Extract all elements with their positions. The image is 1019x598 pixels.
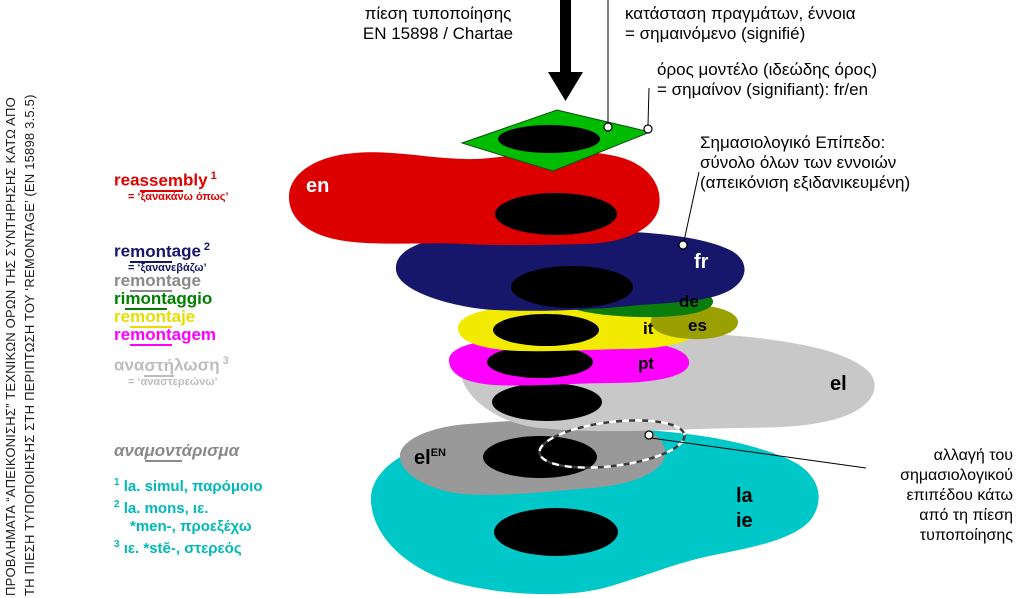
label-it: it [643,319,654,338]
term-prefix: re [114,241,131,261]
callout-line-signifier [647,87,650,126]
term-root: mont [130,307,172,328]
annotation-signifier-line2: = σημαίνον (signifiant): fr/en [657,80,869,99]
term-rimontaggio: rimontaggio [114,289,213,310]
term-prefix: ανα [114,441,145,460]
concept-ellipse-en [495,193,617,235]
label-el: el [830,373,847,395]
footnote-marker: 3 [114,539,120,550]
term-prefix: ri [114,289,126,308]
annotation-semantic-level: Σημασιολογικό Επίπεδο: σύνολο όλων των ε… [700,133,910,193]
term-prefix: ανα [114,355,145,375]
term-gloss: = ‘ξανανεβάζω’ [128,261,207,274]
term-suffix: bly [183,170,208,190]
footnote-3: 3 ιε. *stĕ-, στερεός [114,536,263,558]
footnote-1: 1 la. simul, παρόμοιο [114,474,263,496]
term-root: μοντ [144,441,182,462]
pressure-arrow [548,0,583,101]
footnote-marker: 2 [114,499,120,510]
callout-marker-signified [603,122,613,132]
label-es: es [688,316,707,335]
term-prefix: re [114,325,131,344]
term-root: mont [125,289,167,310]
term-prefix: re [114,271,131,290]
label-el-en-base: el [414,447,431,469]
footnote-2-continued: *men-, προεξέχω [114,518,263,536]
annotation-semantic-level-line1: Σημασιολογικό Επίπεδο: [700,133,886,152]
layer-en-blob [289,151,660,246]
label-en: en [306,175,329,197]
callout-line-level-change [650,437,867,469]
annotation-level-change-line5: τυποποίησης [919,527,1013,544]
term-prefix: rea [114,170,140,190]
annotation-signifier: όρος μοντέλο (ιδεώδης όρος) = σημαίνον (… [657,60,877,100]
callout-marker-level-change [644,430,654,440]
label-el-en-sup: EN [431,447,446,459]
footnote-marker: 1 [114,477,120,488]
annotation-pressure-line1: πίεση τυποποίησης [364,4,512,23]
callout-marker-signifier [643,124,653,134]
term-footnote-ref: 2 [203,241,211,253]
label-la: la [736,485,754,507]
annotation-semantic-level-line3: (απεικόνιση εξιδανικευμένη) [700,173,911,192]
callout-marker-semantic-level [678,240,688,250]
term-remontagem: remontagem [114,325,217,346]
term-gloss: = ‘αναστερεώνω’ [128,375,218,388]
concept-ellipse-plate [498,125,600,153]
annotation-level-change-line4: από τη πίεση [919,507,1013,524]
concept-ellipse-la-ie [494,508,618,556]
annotation-level-change-line2: σημασιολογικού [900,467,1013,484]
concept-ellipse-pt [487,346,593,378]
footnote-text: *men-, προεξέχω [130,518,252,535]
annotation-level-change-line3: επιπέδου κάτω [906,487,1013,504]
footnote-2: 2 la. mons, ιε. [114,496,263,518]
term-remontage-gray: remontage [114,271,201,292]
term-root: στή [144,355,174,377]
concept-ellipse-it [493,314,599,346]
term-root: mont [130,271,172,292]
annotation-level-change: αλλαγή του σημασιολογικού επιπέδου κάτω … [900,446,1013,546]
term-gloss: = ‘ξανακάνω όπως’ [128,190,229,203]
label-pt: pt [638,354,654,373]
term-suffix: άρισμα [181,441,240,460]
footnote-text: la. simul, παρόμοιο [123,478,263,495]
label-ie: ie [736,510,753,532]
footnote-text: la. mons, ιε. [123,500,209,517]
term-suffix: λωση [173,355,220,375]
term-suffix: aje [171,307,196,326]
term-suffix: age [171,271,201,290]
concept-ellipse-el [492,383,602,421]
annotation-pressure: πίεση τυποποίησης EN 15898 / Chartae [327,4,549,44]
label-de: de [679,292,699,311]
term-suffix: agem [171,325,217,344]
term-root: mont [130,241,172,263]
annotation-level-change-line1: αλλαγή του [933,447,1013,464]
annotation-signified: κατάσταση πραγμάτων, έννοια = σημαινόμεν… [625,4,856,44]
term-remontaje: remontaje [114,307,196,328]
term-suffix: aggio [166,289,213,308]
term-root: ssem [139,170,184,192]
annotation-semantic-level-line2: σύνολο όλων των εννοιών [700,153,897,172]
footnote-text: ιε. *stĕ-, στερεός [123,540,242,557]
callout-line-semantic-level [683,171,700,242]
term-footnote-ref: 3 [222,355,229,367]
label-el-en: elEN [414,447,446,469]
term-anamontarisma: αναμοντάρισμα [114,441,240,462]
annotation-signified-line2: = σημαινόμενο (signifié) [625,24,806,43]
term-suffix: age [171,241,201,261]
term-footnote-ref: 1 [210,170,217,182]
annotation-signifier-line1: όρος μοντέλο (ιδεώδης όρος) [657,60,877,79]
annotation-signified-line1: κατάσταση πραγμάτων, έννοια [625,4,856,23]
etymology-footnotes: 1 la. simul, παρόμοιο 2 la. mons, ιε. *m… [114,474,263,558]
concept-ellipse-fr [511,266,633,308]
term-root: mont [130,325,172,346]
level-change-dashed-ellipse-white [538,419,686,469]
label-fr: fr [694,251,709,273]
term-prefix: re [114,307,131,326]
annotation-pressure-line2: EN 15898 / Chartae [362,24,514,43]
